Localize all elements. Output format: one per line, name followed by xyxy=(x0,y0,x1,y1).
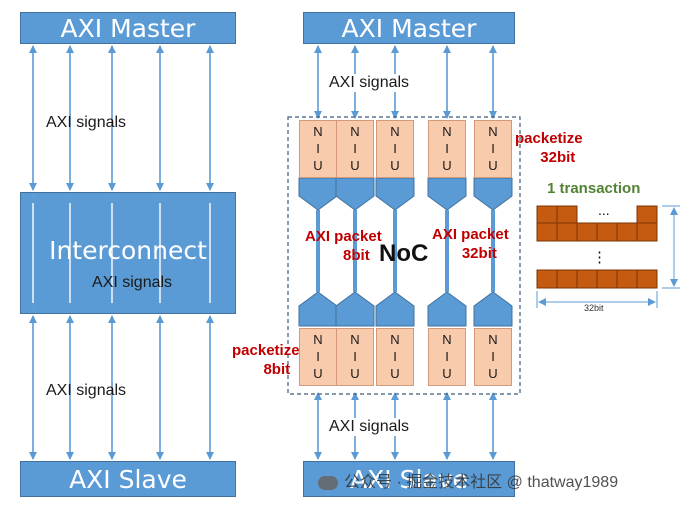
axi-packet-8bit-label: AXI packet 8bit xyxy=(305,228,382,264)
packetize-8bit-label: packetize 8bit xyxy=(232,342,300,378)
axi-packet-32bit-label: AXI packet 32bit xyxy=(432,226,509,262)
watermark: 公众号 · 掘金技术社区 @ thatway1989 xyxy=(318,468,618,492)
right-axi-master-box: AXI Master xyxy=(303,12,515,44)
right-axi-slave-box: AXI Slave xyxy=(303,461,515,497)
left-axi-master-label: AXI Master xyxy=(60,13,196,43)
packet-block xyxy=(636,205,658,224)
interconnect-box: Interconnect xyxy=(20,192,236,314)
packet-block xyxy=(536,269,558,289)
bottom-packet-port-5 xyxy=(473,291,513,327)
top-packet-port-4 xyxy=(427,177,467,211)
packet-block xyxy=(556,222,578,242)
left-signals-bottom-label: AXI signals xyxy=(46,382,127,399)
transaction-label: 1 transaction xyxy=(547,180,641,197)
left-axi-slave-label: AXI Slave xyxy=(69,464,187,494)
bottom-packet-port-3 xyxy=(375,291,415,327)
packet-block xyxy=(616,269,638,289)
noc-label: NoC xyxy=(379,240,429,267)
wechat-icon xyxy=(318,475,338,490)
right-signals-bottom-label: AXI signals xyxy=(327,418,412,436)
packet-block xyxy=(576,222,598,242)
bottom-packet-port-1 xyxy=(298,291,338,327)
top-packet-port-5 xyxy=(473,177,513,211)
top-packet-port-3 xyxy=(375,177,415,211)
left-axi-master-box: AXI Master xyxy=(20,12,236,44)
right-signals-top-label: AXI signals xyxy=(327,74,412,92)
bottom-packet-port-2 xyxy=(335,291,375,327)
left-signals-top-label: AXI signals xyxy=(46,114,127,131)
packet-block xyxy=(536,222,558,242)
right-axi-slave-label: AXI Slave xyxy=(350,464,468,494)
watermark-text: 公众号 · 掘金技术社区 @ thatway1989 xyxy=(344,474,619,491)
packet-block xyxy=(576,269,598,289)
right-axi-master-label: AXI Master xyxy=(341,13,477,43)
packet-block xyxy=(536,205,558,224)
bottom-packet-port-4 xyxy=(427,291,467,327)
packetize-32bit-label: packetize 32bit xyxy=(515,130,583,166)
interconnect-label: Interconnect xyxy=(49,235,207,265)
packet-block xyxy=(636,269,658,289)
transaction-dots-top: ... xyxy=(598,202,610,218)
packet-block xyxy=(596,222,618,242)
packet-block xyxy=(636,222,658,242)
packet-block xyxy=(556,205,578,224)
left-signals-mid-label: AXI signals xyxy=(92,274,173,291)
transaction-width-label: 32bit xyxy=(584,303,604,313)
noc-boundary xyxy=(287,116,521,395)
top-packet-port-1 xyxy=(298,177,338,211)
packet-block xyxy=(596,269,618,289)
left-axi-slave-box: AXI Slave xyxy=(20,461,236,497)
packet-block xyxy=(556,269,578,289)
transaction-dots-vertical: ⋮ xyxy=(592,249,607,266)
packet-block xyxy=(616,222,638,242)
top-packet-port-2 xyxy=(335,177,375,211)
